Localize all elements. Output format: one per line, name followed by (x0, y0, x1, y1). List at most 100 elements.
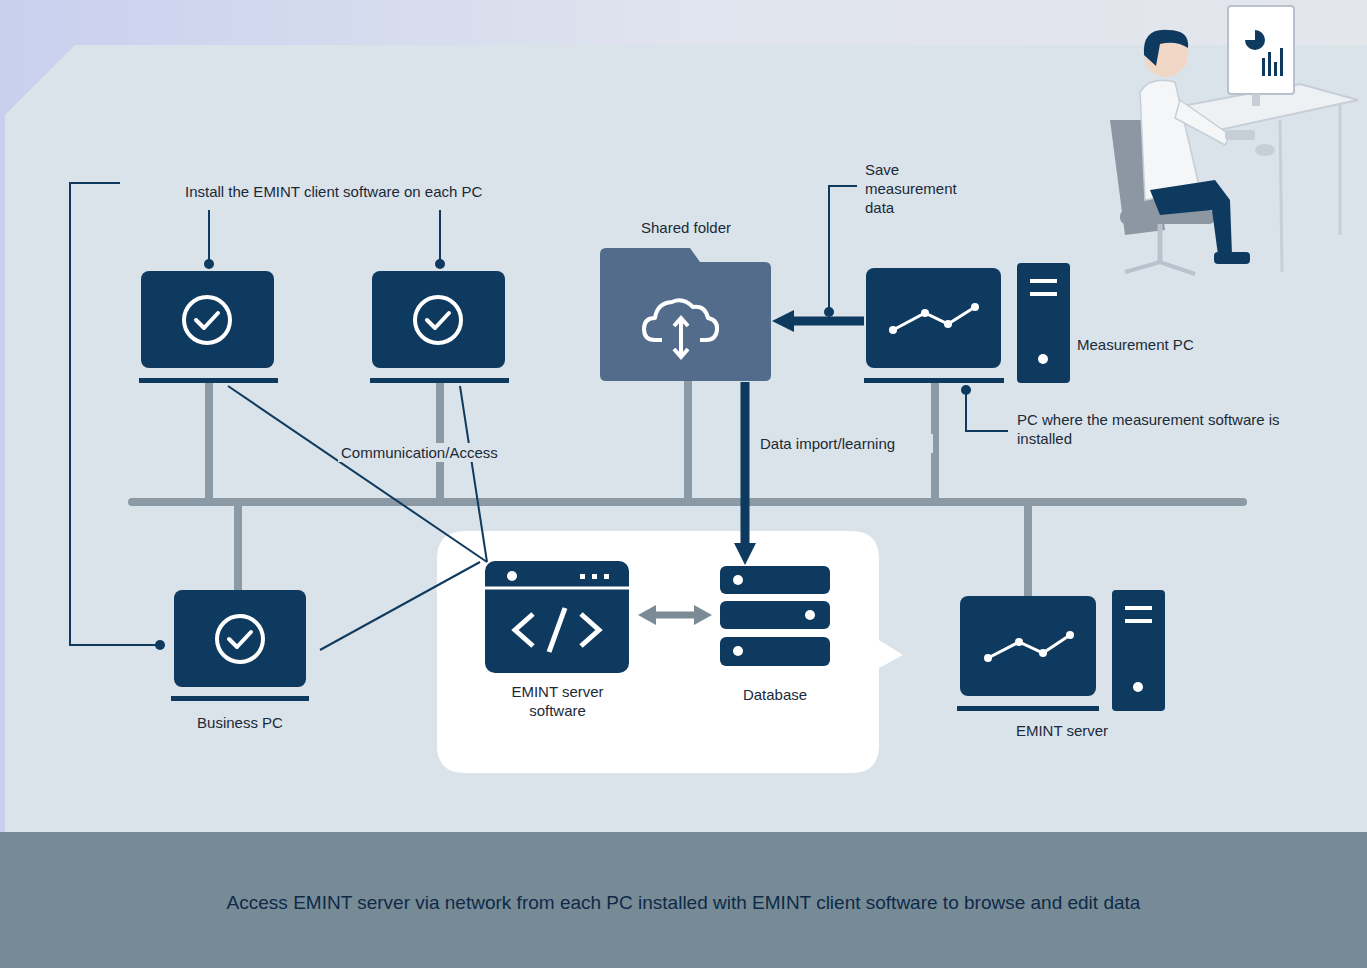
artwork-shape (580, 574, 585, 579)
artwork-shape (1252, 94, 1260, 106)
artwork-shape (1228, 6, 1294, 94)
callout-label: Install the EMINT client software on eac… (182, 182, 518, 201)
artwork-shape (984, 631, 1074, 662)
artwork-shape (1262, 48, 1283, 76)
artwork-shape (592, 574, 597, 579)
artwork-shape (921, 309, 929, 317)
artwork-shape (184, 297, 230, 343)
artwork-shape (824, 307, 834, 317)
artwork-shape (1280, 120, 1282, 272)
artwork-shape (1245, 30, 1265, 50)
artwork-shape (485, 561, 629, 673)
artwork-shape (684, 382, 692, 502)
artwork-shape (1268, 52, 1271, 76)
node-label: Shared folder (600, 218, 772, 237)
artwork-shape (733, 646, 743, 656)
emint-server: EMINT server (955, 588, 1170, 743)
artwork-shape (720, 637, 830, 666)
artwork-shape (944, 320, 952, 328)
artwork-shape (196, 313, 218, 328)
artwork-shape (581, 614, 599, 646)
artwork-shape (674, 318, 688, 326)
artwork-shape (1125, 262, 1195, 274)
artwork-shape (966, 390, 1008, 431)
node-label: EMINT server (1007, 721, 1117, 740)
business-pc: Business PC (160, 585, 320, 735)
callout-label: PC where the measurement software is ins… (1014, 410, 1305, 448)
artwork-shape (1030, 292, 1057, 296)
artwork-shape (961, 385, 971, 395)
artwork-shape (864, 378, 1004, 383)
artwork-shape (1140, 80, 1200, 200)
artwork-shape (427, 313, 449, 328)
artwork-shape (437, 531, 903, 773)
edge-label: Data import/learning (757, 434, 933, 453)
artwork-shape (171, 696, 309, 701)
flow-arrow (741, 382, 750, 543)
artwork-shape (720, 566, 830, 594)
artwork-shape (1274, 62, 1277, 76)
artwork-shape (5, 45, 1367, 832)
artwork-shape (1339, 104, 1342, 235)
artwork-shape (485, 587, 629, 590)
artwork-shape (1015, 638, 1023, 646)
artwork-shape (988, 635, 1070, 658)
artwork-shape (971, 303, 979, 311)
artwork-shape (1110, 6, 1358, 274)
artwork-shape (1175, 100, 1230, 145)
artwork-shape (1125, 606, 1152, 610)
artwork-shape (1225, 130, 1255, 140)
artwork-shape (370, 271, 509, 383)
artwork-shape (1039, 649, 1047, 657)
artwork-shape (171, 590, 309, 701)
artwork-shape (829, 186, 857, 312)
artwork-shape (139, 271, 278, 383)
artwork-shape (1214, 252, 1250, 264)
artwork-shape (674, 349, 688, 357)
artwork-shape (435, 259, 445, 269)
artwork-shape (1262, 58, 1265, 76)
flow-arrow (656, 612, 694, 619)
artwork-shape (1255, 144, 1275, 156)
edge-label: Save measurement data (862, 160, 988, 217)
artwork-shape (372, 271, 505, 368)
artwork-shape (733, 575, 815, 656)
artwork-shape (205, 384, 213, 502)
artwork-shape (549, 608, 565, 652)
artwork-shape (485, 561, 629, 673)
artwork-shape (228, 386, 487, 562)
artwork-shape (155, 640, 165, 650)
artwork-shape (829, 186, 857, 312)
artwork-shape (889, 326, 897, 334)
artwork-shape (1125, 619, 1152, 623)
artwork-shape (1066, 631, 1074, 639)
connection-line (320, 562, 480, 650)
flow-arrow (794, 317, 864, 326)
artwork-shape (580, 574, 609, 579)
artwork-shape (228, 386, 487, 562)
artwork-shape (208, 210, 210, 264)
measurement-pc: Measurement PC (864, 262, 1204, 384)
artwork-shape (1017, 263, 1070, 383)
artwork-shape (1150, 180, 1232, 255)
artwork-shape (600, 248, 771, 381)
artwork-shape (1038, 354, 1048, 364)
artwork-shape (174, 590, 306, 687)
artwork-shape (507, 571, 517, 581)
artwork-shape (957, 706, 1099, 711)
artwork-shape (720, 601, 830, 629)
artwork-shape (234, 502, 242, 590)
artwork-shape (217, 616, 263, 662)
artwork-shape (229, 632, 251, 647)
artwork-shape (204, 259, 214, 269)
connectors (320, 321, 864, 650)
artwork-shape (1280, 48, 1283, 76)
artwork-shape (1158, 224, 1163, 262)
artwork-shape (460, 386, 487, 562)
artwork-shape (515, 614, 533, 646)
artwork-shape (415, 297, 461, 343)
artwork-shape (966, 390, 1008, 431)
artwork-shape (1030, 279, 1057, 283)
